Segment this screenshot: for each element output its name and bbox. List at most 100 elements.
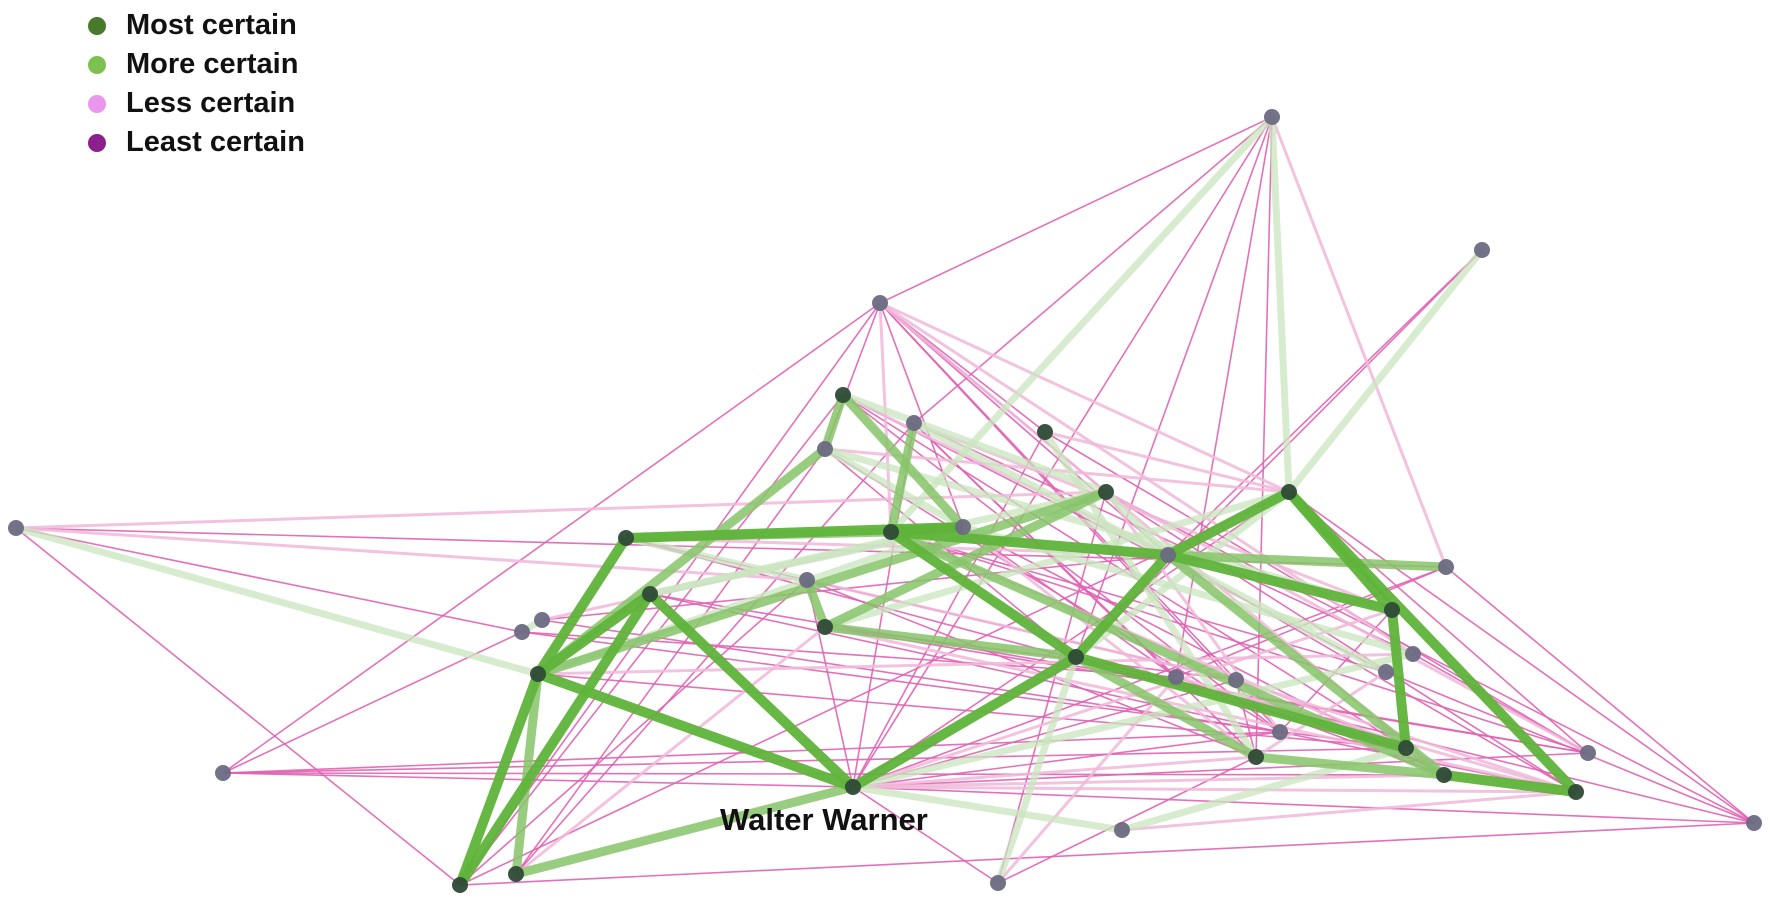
node-upm: [872, 295, 888, 311]
edge-thick-dd-u: [850, 652, 1079, 792]
edge-pink-ll-r: [15, 527, 523, 633]
node-bb: [1580, 745, 1596, 761]
legend-item-less-certain: Less certain: [88, 84, 305, 123]
node-hh: [452, 877, 468, 893]
edge-thick-l-dd: [646, 590, 857, 791]
node-cc: [1568, 784, 1584, 800]
edge-pink-dd-x: [852, 731, 1281, 788]
node-n: [817, 619, 833, 635]
edge-pink-dd-d: [852, 431, 1046, 788]
node-top: [1264, 109, 1280, 125]
edge-pink-light-ff-cc: [1121, 790, 1577, 832]
edge-pink-top-dd: [852, 116, 1273, 788]
edge-thick-u-j: [1072, 551, 1172, 661]
edge-pink-f-bb: [1288, 491, 1589, 754]
edge-medium-b-h: [886, 422, 919, 533]
legend-label-more-certain: More certain: [126, 48, 299, 80]
edge-thick-y-o: [1387, 609, 1411, 749]
edge-thick-j-f: [1165, 487, 1292, 560]
edge-thick-cc-aa: [1443, 770, 1577, 797]
edge-pink-light-e-bb: [1105, 490, 1589, 755]
legend-item-least-certain: Least certain: [88, 123, 305, 162]
edge-faint-g-m: [625, 534, 808, 584]
edge-thick-t-g: [533, 535, 631, 677]
node-tr: [1474, 242, 1490, 258]
edge-pink-top-upm: [879, 116, 1273, 304]
edge-pink-tr-j: [1167, 249, 1483, 556]
node-d: [1037, 424, 1053, 440]
edge-thick-u-y: [1074, 652, 1408, 753]
node-b: [906, 415, 922, 431]
edge-faint-top-f: [1268, 116, 1293, 493]
legend-label-most-certain: Most certain: [126, 9, 297, 41]
node-v: [1168, 669, 1184, 685]
edge-pink-light-ii-n: [515, 625, 826, 876]
edge-pink-dd-bb: [852, 752, 1589, 788]
edge-pink-light-dd-z: [852, 755, 1257, 789]
node-x: [1272, 724, 1288, 740]
edge-thick-t-l: [535, 589, 653, 679]
edge-pink-gg-hh: [459, 822, 1755, 886]
edge-pink-h-bb: [890, 531, 1589, 754]
edge-pink-top-z: [1255, 116, 1273, 758]
edge-thick-o-j: [1166, 550, 1394, 615]
edge-medium-aa-j: [1165, 551, 1447, 779]
edge-pink-r-y: [521, 631, 1407, 749]
legend-dot-most-certain: [88, 16, 106, 35]
edge-faint-a-e: [841, 391, 1108, 496]
edge-pink-top-v: [1175, 116, 1273, 678]
edge-medium-j-k: [1167, 550, 1447, 572]
edge-pink-ee-dd: [222, 772, 854, 788]
edge-pink-jj-e: [997, 491, 1107, 884]
edge-thick-t-hh: [455, 672, 543, 887]
legend-dot-less-certain: [88, 94, 106, 113]
node-r: [514, 624, 530, 640]
node-h: [883, 524, 899, 540]
edge-thick-h-u: [888, 527, 1079, 662]
edge-faint-c-i: [823, 445, 965, 531]
legend-label-less-certain: Less certain: [126, 87, 296, 119]
edges: [15, 114, 1755, 888]
edge-pink-light-d-f: [1044, 430, 1290, 494]
edge-pink-upm-ee: [222, 302, 881, 774]
edge-pink-jj-z: [997, 756, 1257, 884]
node-j: [1160, 547, 1176, 563]
node-jj: [990, 875, 1006, 891]
edge-pink-upm-i: [879, 302, 964, 528]
node-aa: [1436, 767, 1452, 783]
edge-thick-o-f: [1285, 488, 1396, 614]
edge-pink-dd-m: [806, 579, 854, 788]
legend: Most certain More certain Less certain L…: [88, 6, 305, 162]
edge-thick-h-j: [890, 527, 1169, 560]
edge-faint-b-q: [912, 419, 1388, 676]
node-label-walter-warner: Walter Warner: [720, 802, 928, 837]
node-ff: [1114, 822, 1130, 838]
edge-pink-ll-hh: [15, 527, 461, 886]
edge-pink-light-q-z: [1255, 670, 1387, 759]
edge-medium-t-e: [536, 487, 1108, 679]
edge-faint-jj-u: [994, 655, 1080, 885]
node-ii: [508, 866, 524, 882]
node-q: [1378, 664, 1394, 680]
legend-item-more-certain: More certain: [88, 45, 305, 84]
edge-medium-u-z: [1073, 653, 1259, 761]
edge-pink-dd-jj: [852, 786, 999, 884]
node-c: [817, 441, 833, 457]
node-i: [955, 519, 971, 535]
nodes: [8, 109, 1762, 893]
edge-pink-light-dd-o: [852, 608, 1393, 789]
node-z: [1248, 749, 1264, 765]
node-y: [1398, 740, 1414, 756]
edge-pink-upm-hh: [459, 302, 881, 886]
edge-pink-light-dd-aa: [852, 773, 1445, 789]
edge-faint-tr-f: [1286, 247, 1485, 495]
node-ll: [8, 520, 24, 536]
edge-pink-light-dd-cc: [852, 785, 1577, 794]
edge-pink-top-b: [913, 116, 1273, 424]
node-t: [530, 666, 546, 682]
legend-label-least-certain: Least certain: [126, 126, 305, 158]
node-p: [1405, 646, 1421, 662]
edge-medium-ii-dd: [514, 782, 855, 879]
edge-thick-l-hh: [455, 591, 655, 888]
